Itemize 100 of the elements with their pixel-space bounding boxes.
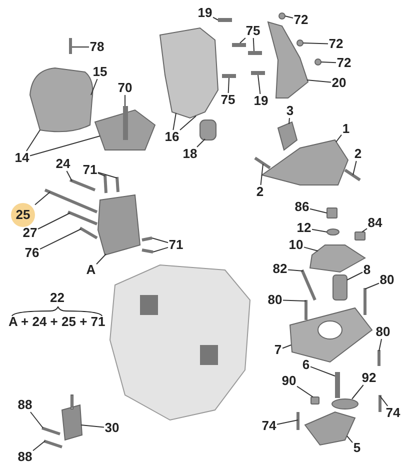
leader-line: [98, 172, 118, 178]
callout-number: 2: [354, 147, 362, 161]
leader-line: [258, 74, 261, 94]
callout-number: 7: [274, 343, 282, 357]
callout-number: 19: [197, 6, 213, 20]
assembly-formula: A + 24 + 25 + 71: [8, 314, 106, 329]
callout-number: 72: [293, 13, 309, 27]
callout-number: 72: [328, 37, 344, 51]
leader-line: [312, 228, 328, 232]
leader-line: [304, 246, 318, 252]
callout-number: 3: [286, 104, 294, 118]
leader-line: [172, 112, 176, 130]
leader-line: [288, 118, 290, 124]
stud: [335, 372, 340, 398]
leader-line: [34, 192, 50, 206]
mount-bracket: [98, 194, 141, 256]
callout-number: 71: [168, 238, 184, 252]
bracket: [159, 27, 218, 119]
callout-number: 92: [361, 371, 377, 385]
callout-number: 90: [281, 374, 297, 388]
bolt: [44, 440, 62, 448]
leader-line: [346, 436, 353, 444]
engine-mount: [260, 139, 349, 186]
leader-line: [380, 396, 388, 406]
leader-line: [364, 282, 380, 290]
engine-mount: [30, 68, 94, 132]
callout-number: 10: [288, 238, 304, 252]
callout-number: 1: [342, 122, 350, 136]
callout-number: 12: [296, 221, 312, 235]
nut: [326, 208, 338, 218]
leader-line: [90, 78, 98, 96]
nut: [354, 232, 366, 240]
leader-line: [282, 300, 306, 302]
callout-number: 80: [375, 325, 391, 339]
leader-line: [152, 246, 168, 252]
callout-number: 5: [352, 441, 362, 455]
leader-line: [260, 164, 264, 186]
bushing: [332, 274, 348, 300]
leader-line: [346, 272, 363, 280]
bolt: [251, 71, 265, 75]
bolt: [296, 412, 300, 430]
callout-number: 72: [336, 56, 352, 70]
bolt: [79, 226, 98, 240]
leader-line: [66, 170, 72, 182]
callout-number: 82: [272, 262, 288, 276]
leader-line: [72, 46, 90, 48]
leader-line: [196, 138, 206, 148]
leader-line: [288, 269, 304, 272]
callout-number: 75: [220, 93, 236, 107]
leader-line: [282, 344, 292, 349]
callout-number: 16: [164, 130, 180, 144]
leader-line: [124, 94, 126, 106]
bushing: [200, 120, 216, 140]
mount-bracket: [94, 109, 156, 150]
callout-number: 84: [367, 216, 383, 230]
washer: [326, 228, 340, 236]
callout-number: 74: [261, 419, 277, 433]
callout-number: 80: [267, 293, 283, 307]
leader-line: [228, 78, 230, 94]
pin: [116, 176, 120, 192]
bolt: [218, 18, 232, 22]
pin: [104, 174, 108, 194]
callout-number: 75: [245, 24, 261, 38]
callout-number: 24: [55, 157, 71, 171]
leader-line: [378, 338, 382, 352]
bolt: [232, 43, 246, 47]
leader-line: [26, 130, 40, 152]
leader-line: [30, 412, 44, 428]
leader-line: [152, 238, 168, 244]
leader-line: [252, 38, 254, 52]
bolt: [44, 188, 98, 214]
leader-line: [212, 16, 218, 20]
callout-number: 18: [182, 147, 198, 161]
leader-line: [38, 212, 70, 230]
callout-number: 86: [294, 200, 310, 214]
pin: [142, 248, 154, 254]
leader-line: [240, 38, 246, 44]
callout-number: 19: [253, 94, 269, 108]
callout-number: 71: [82, 163, 98, 177]
callout-number: 30: [104, 421, 120, 435]
leader-line: [352, 384, 364, 400]
bolt: [123, 106, 128, 140]
bolt: [364, 288, 366, 315]
bolt: [69, 178, 96, 192]
leader-line: [310, 366, 336, 376]
bolt: [304, 300, 308, 320]
callout-number: 76: [24, 246, 40, 260]
leader-line: [302, 42, 328, 44]
leader-line: [296, 386, 314, 398]
bolt: [42, 426, 60, 436]
nut: [310, 396, 320, 404]
pin: [69, 38, 72, 54]
callout-number: 25: [11, 203, 35, 227]
assembly-number: 22: [50, 290, 64, 305]
washer: [332, 398, 358, 410]
callout-number: 2: [256, 185, 264, 199]
leader-line: [336, 134, 342, 142]
callout-number: 88: [17, 398, 33, 412]
callout-number: A: [86, 263, 96, 277]
callout-number: 78: [89, 40, 105, 54]
